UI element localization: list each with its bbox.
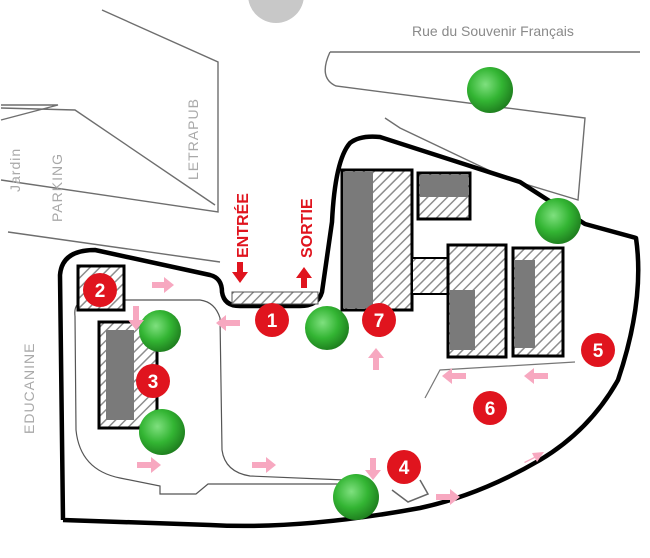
marker-5-label: 5 (593, 341, 604, 362)
building-main (340, 168, 565, 359)
educanine-label: EDUCANINE (21, 343, 37, 434)
marker-3[interactable]: 3 (136, 364, 170, 398)
arrow-left-2 (442, 368, 466, 384)
arrow-left-3 (524, 368, 548, 384)
tree-entrance (305, 306, 349, 350)
entree-arrow (232, 262, 248, 283)
parking-label: PARKING (49, 153, 65, 222)
letrapub-label: LETRAPUB (185, 98, 201, 180)
tree-top-right (467, 67, 513, 113)
arrow-down-2 (365, 458, 381, 480)
arrow-left-1 (216, 315, 240, 331)
marker-7[interactable]: 7 (362, 303, 396, 337)
tree-building3-top (139, 310, 181, 352)
hut-4 (391, 479, 430, 503)
trees (139, 67, 581, 520)
sortie-label: SORTIE (299, 198, 316, 258)
inner-path-3 (424, 361, 576, 399)
marker-2-label: 2 (95, 281, 106, 302)
arrow-diag (524, 452, 544, 463)
tree-right (535, 198, 581, 244)
marker-6-label: 6 (485, 399, 496, 420)
tree-building3-bottom (139, 409, 185, 455)
marker-2[interactable]: 2 (83, 273, 117, 307)
entree-label: ENTRÉE (233, 193, 252, 258)
sortie-arrow (296, 267, 312, 288)
arrow-down-1 (128, 306, 144, 330)
arrow-right-2 (137, 457, 161, 473)
red-arrows (232, 262, 312, 288)
top-roundabout (248, 0, 304, 23)
marker-1-label: 1 (267, 311, 278, 332)
tree-marker4 (333, 474, 379, 520)
marker-4[interactable]: 4 (387, 450, 421, 484)
jardin-label: Jardin (7, 148, 23, 192)
inner-path-2 (74, 315, 345, 495)
site-boundary (57, 134, 641, 529)
arrow-right-1 (152, 277, 174, 293)
marker-4-label: 4 (399, 458, 410, 479)
marker-5[interactable]: 5 (581, 333, 615, 367)
arrow-right-4 (436, 489, 460, 505)
marker-3-label: 3 (148, 372, 159, 393)
entrance-gate (231, 291, 319, 305)
marker-1[interactable]: 1 (255, 303, 289, 337)
arrow-right-3 (252, 457, 276, 473)
marker-6[interactable]: 6 (473, 391, 507, 425)
road-outlines (0, 9, 640, 263)
street-label: Rue du Souvenir Français (412, 23, 574, 39)
marker-7-label: 7 (374, 311, 385, 332)
direction-arrows (128, 277, 548, 505)
arrow-up-1 (368, 348, 384, 370)
